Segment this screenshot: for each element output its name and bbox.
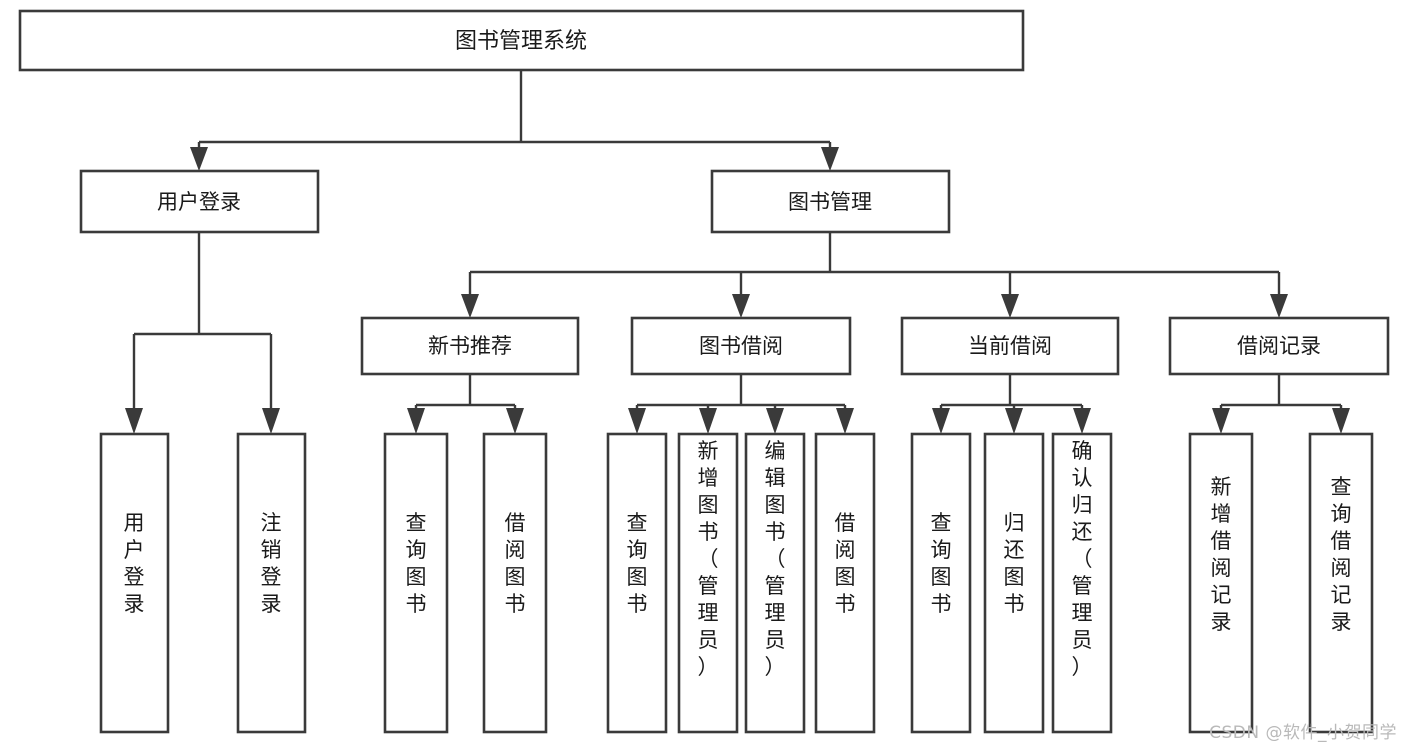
leaf-label-query-book-current: 查询图书 <box>931 511 952 616</box>
arrow-head-current-borrow <box>1001 294 1019 318</box>
leaf-label-add-book: 新增图书（管理员） <box>698 439 719 679</box>
leaf-node-add-book[interactable]: 新增图书（管理员） <box>677 432 739 734</box>
arrow-head-leaf-return-book <box>1005 408 1023 434</box>
arrow-head-book-borrow <box>732 294 750 318</box>
node-box-borrow-record[interactable] <box>1168 316 1390 376</box>
leaf-node-return-book[interactable]: 归还图书 <box>983 432 1045 734</box>
arrow-head-leaf-add-record <box>1212 408 1230 434</box>
arrow-head-leaf-edit-book <box>766 408 784 434</box>
leaf-box-add-book[interactable] <box>677 432 739 734</box>
arrow-head-new-book <box>461 294 479 318</box>
arrow-head-user-login <box>190 147 208 171</box>
leaf-label-confirm-return: 确认归还（管理员） <box>1072 439 1093 679</box>
leaf-node-query-book-recommend[interactable]: 查询图书 <box>383 432 449 734</box>
arrow-head-leaf-borrow-book-b <box>836 408 854 434</box>
node-layer: 图书管理系统 用户登录 图书管理 新书推荐 图书借阅 <box>18 9 1390 734</box>
node-root-system[interactable]: 图书管理系统 <box>18 9 1025 72</box>
leaf-label-borrow-book: 借阅图书 <box>835 511 856 616</box>
leaf-box-borrow-book[interactable] <box>814 432 876 734</box>
arrow-head-leaf-query-book-a <box>407 408 425 434</box>
node-label-current-borrow: 当前借阅 <box>968 334 1052 358</box>
leaf-node-user-login[interactable]: 用户登录 <box>99 432 170 734</box>
arrow-head-leaf-logout <box>262 408 280 434</box>
leaf-label-borrow-book-recommend: 借阅图书 <box>505 511 526 616</box>
node-label-user-login: 用户登录 <box>157 190 241 214</box>
leaf-box-confirm-return[interactable] <box>1051 432 1113 734</box>
leaf-box-query-book-recommend[interactable] <box>383 432 449 734</box>
node-label-new-book-recommend: 新书推荐 <box>428 334 512 358</box>
arrow-head-leaf-confirm-return <box>1073 408 1091 434</box>
node-label-book-manage: 图书管理 <box>788 190 872 214</box>
arrow-head-leaf-borrow-book-a <box>506 408 524 434</box>
node-user-login[interactable]: 用户登录 <box>79 169 320 234</box>
node-book-manage[interactable]: 图书管理 <box>710 169 951 234</box>
arrow-head-leaf-query-book-b <box>628 408 646 434</box>
node-box-user-login[interactable] <box>79 169 320 234</box>
leaf-label-query-borrow-record: 查询借阅记录 <box>1331 475 1352 634</box>
leaf-node-query-book-borrow[interactable]: 查询图书 <box>606 432 668 734</box>
arrow-head-book-manage <box>821 147 839 171</box>
leaf-node-add-borrow-record[interactable]: 新增借阅记录 <box>1188 432 1254 734</box>
arrow-head-leaf-user-login <box>125 408 143 434</box>
leaf-node-logout[interactable]: 注销登录 <box>236 432 307 734</box>
leaf-label-edit-book: 编辑图书（管理员） <box>765 439 786 679</box>
leaf-node-edit-book[interactable]: 编辑图书（管理员） <box>744 432 806 734</box>
node-box-book-manage[interactable] <box>710 169 951 234</box>
leaf-box-edit-book[interactable] <box>744 432 806 734</box>
node-new-book-recommend[interactable]: 新书推荐 <box>360 316 580 376</box>
node-book-borrow[interactable]: 图书借阅 <box>630 316 852 376</box>
leaf-node-borrow-book[interactable]: 借阅图书 <box>814 432 876 734</box>
leaf-label-add-borrow-record: 新增借阅记录 <box>1211 475 1232 634</box>
leaf-node-query-book-current[interactable]: 查询图书 <box>910 432 972 734</box>
leaf-box-return-book[interactable] <box>983 432 1045 734</box>
leaf-box-query-book-borrow[interactable] <box>606 432 668 734</box>
leaf-box-borrow-book-recommend[interactable] <box>482 432 548 734</box>
leaf-label-query-book-borrow: 查询图书 <box>627 511 648 616</box>
leaf-node-borrow-book-recommend[interactable]: 借阅图书 <box>482 432 548 734</box>
node-box-new-book-recommend[interactable] <box>360 316 580 376</box>
leaf-box-add-borrow-record[interactable] <box>1188 432 1254 734</box>
arrow-head-leaf-query-record <box>1332 408 1350 434</box>
arrow-head-borrow-record <box>1270 294 1288 318</box>
leaf-node-query-borrow-record[interactable]: 查询借阅记录 <box>1308 432 1374 734</box>
leaf-node-confirm-return[interactable]: 确认归还（管理员） <box>1051 432 1113 734</box>
node-current-borrow[interactable]: 当前借阅 <box>900 316 1120 376</box>
leaf-label-logout: 注销登录 <box>261 511 282 616</box>
connector-layer <box>125 70 1350 434</box>
node-borrow-record[interactable]: 借阅记录 <box>1168 316 1390 376</box>
csdn-watermark: CSDN @软件_小贺同学 <box>1209 723 1397 743</box>
leaf-box-query-borrow-record[interactable] <box>1308 432 1374 734</box>
leaf-box-query-book-current[interactable] <box>910 432 972 734</box>
node-box-root-system[interactable] <box>18 9 1025 72</box>
leaf-box-user-login[interactable] <box>99 432 170 734</box>
node-label-borrow-record: 借阅记录 <box>1237 334 1321 358</box>
node-label-root-system: 图书管理系统 <box>455 29 587 54</box>
leaf-label-query-book-recommend: 查询图书 <box>406 511 427 616</box>
arrow-head-leaf-add-book <box>699 408 717 434</box>
node-box-book-borrow[interactable] <box>630 316 852 376</box>
leaf-label-return-book: 归还图书 <box>1004 511 1025 616</box>
node-box-current-borrow[interactable] <box>900 316 1120 376</box>
arrow-head-leaf-query-book-c <box>932 408 950 434</box>
leaf-box-logout[interactable] <box>236 432 307 734</box>
node-label-book-borrow: 图书借阅 <box>699 334 783 358</box>
leaf-label-user-login: 用户登录 <box>124 511 145 616</box>
